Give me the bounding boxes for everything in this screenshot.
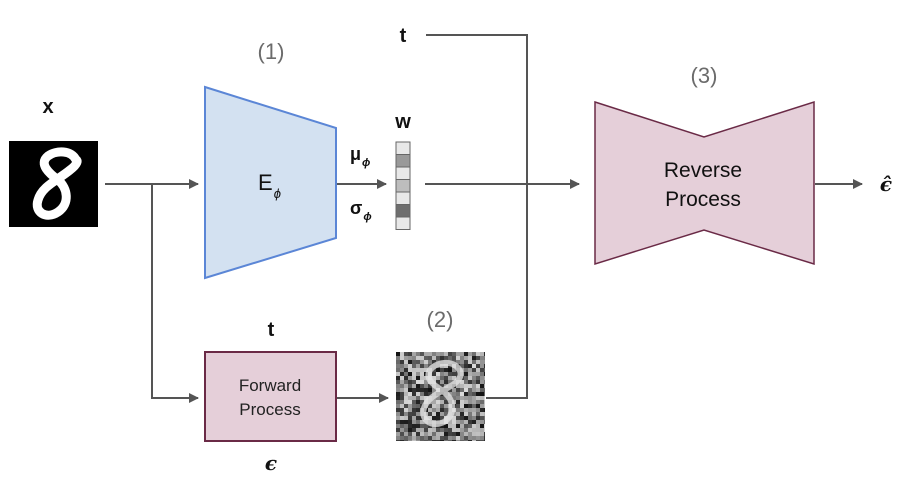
connectors (105, 34, 863, 403)
arrow-t-to-reverse (426, 34, 528, 184)
sigma-label: σϕ (350, 198, 372, 223)
noise-label: ϵ (265, 451, 277, 475)
arrow-noisy-to-reverse (486, 184, 528, 399)
step-2-label: (2) (427, 307, 454, 332)
mu-label: μϕ (350, 144, 370, 169)
reverse-process-shape (594, 100, 815, 266)
latent-cell (395, 179, 411, 193)
arrow-input-to-forward (151, 184, 199, 403)
latent-vector (395, 141, 411, 230)
step-1-label: (1) (258, 39, 285, 64)
timestep-label-bottom: t (268, 319, 275, 341)
timestep-label-top: t (400, 25, 407, 47)
input-label: x (42, 96, 53, 118)
encoder-label: Eϕ (258, 170, 281, 201)
latent-cell (395, 154, 411, 168)
latent-cell (395, 166, 411, 180)
input-digit-image (9, 141, 98, 227)
reverse-process-label-2: Process (665, 188, 741, 211)
latent-label: w (394, 111, 411, 133)
encoder-shape (204, 85, 337, 280)
forward-process-box (204, 351, 337, 442)
latent-cell (395, 204, 411, 218)
output-label: ϵ̂ (880, 172, 892, 196)
latent-cell (395, 141, 411, 155)
latent-cell (395, 191, 411, 205)
forward-process-label-2: Process (239, 400, 300, 419)
noisy-digit-image (396, 352, 485, 441)
latent-cell (395, 216, 411, 230)
reverse-process-label-1: Reverse (664, 159, 742, 182)
forward-process-label-1: Forward (239, 376, 301, 395)
step-3-label: (3) (691, 63, 718, 88)
